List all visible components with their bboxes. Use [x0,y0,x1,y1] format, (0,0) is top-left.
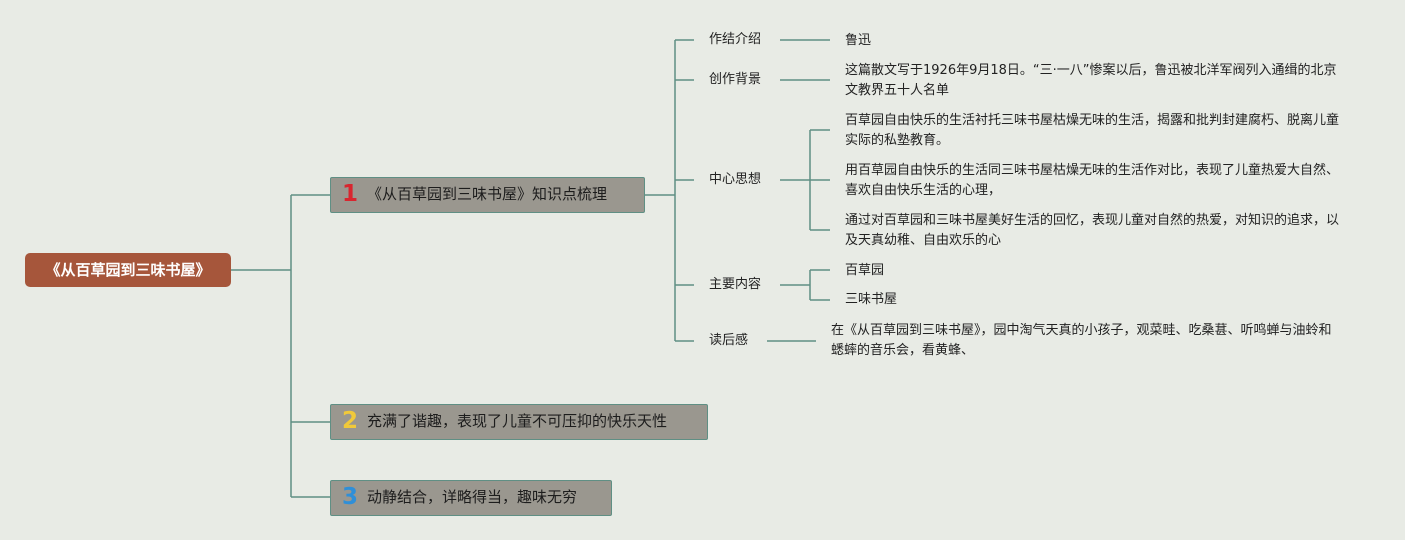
branch-node-2[interactable]: 2 充满了谐趣，表现了儿童不可压抑的快乐天性 [330,404,708,440]
connector-root-trunk [231,195,292,497]
leaf-author-name[interactable]: 鲁迅 [845,33,872,48]
topic-author[interactable]: 作结介绍 [709,32,762,47]
leaf-central-idea-3[interactable]: 通过对百草园和三味书屋美好生活的回忆，表现儿童对自然的热爱，对知识的追求，以及天… [845,213,1340,248]
root-node[interactable]: 《从百草园到三味书屋》 [25,253,231,287]
branch-label-2: 充满了谐趣，表现了儿童不可压抑的快乐天性 [367,412,668,430]
leaf-content-study[interactable]: 三味书屋 [845,292,898,307]
branch-node-1[interactable]: 1 《从百草园到三味书屋》知识点梳理 [330,177,645,213]
branch-number-3: 3 [341,484,358,510]
connector-topic3-fork [780,129,830,231]
branch-number-2: 2 [341,408,358,434]
leaf-background-text[interactable]: 这篇散文写于1926年9月18日。“三·一八”惨案以后，鲁迅被北洋军阀列入通缉的… [845,63,1337,98]
leaf-central-idea-1[interactable]: 百草园自由快乐的生活衬托三味书屋枯燥无味的生活，揭露和批判封建腐朽、脱离儿童实际… [845,113,1340,148]
connector-topic4-fork [780,269,830,301]
branch-node-3[interactable]: 3 动静结合，详略得当，趣味无穷 [330,480,612,516]
connector-branch1-trunk [645,40,676,341]
leaf-central-idea-2[interactable]: 用百草园自由快乐的生活同三味书屋枯燥无味的生活作对比，表现了儿童热爱大自然、喜欢… [845,163,1340,198]
topic-background[interactable]: 创作背景 [709,72,762,87]
leaf-content-garden[interactable]: 百草园 [845,263,885,278]
topic-main-content[interactable]: 主要内容 [709,277,762,292]
branch-number-1: 1 [341,181,358,207]
topic-reflection[interactable]: 读后感 [709,333,749,348]
branch-label-3: 动静结合，详略得当，趣味无穷 [367,488,578,506]
branch-label-1: 《从百草园到三味书屋》知识点梳理 [367,185,608,203]
leaf-reflection-text[interactable]: 在《从百草园到三味书屋》，园中淘气天真的小孩子，观菜畦、吃桑葚、听鸣蝉与油蛉和蟋… [831,323,1332,358]
topic-central-idea[interactable]: 中心思想 [709,172,762,187]
